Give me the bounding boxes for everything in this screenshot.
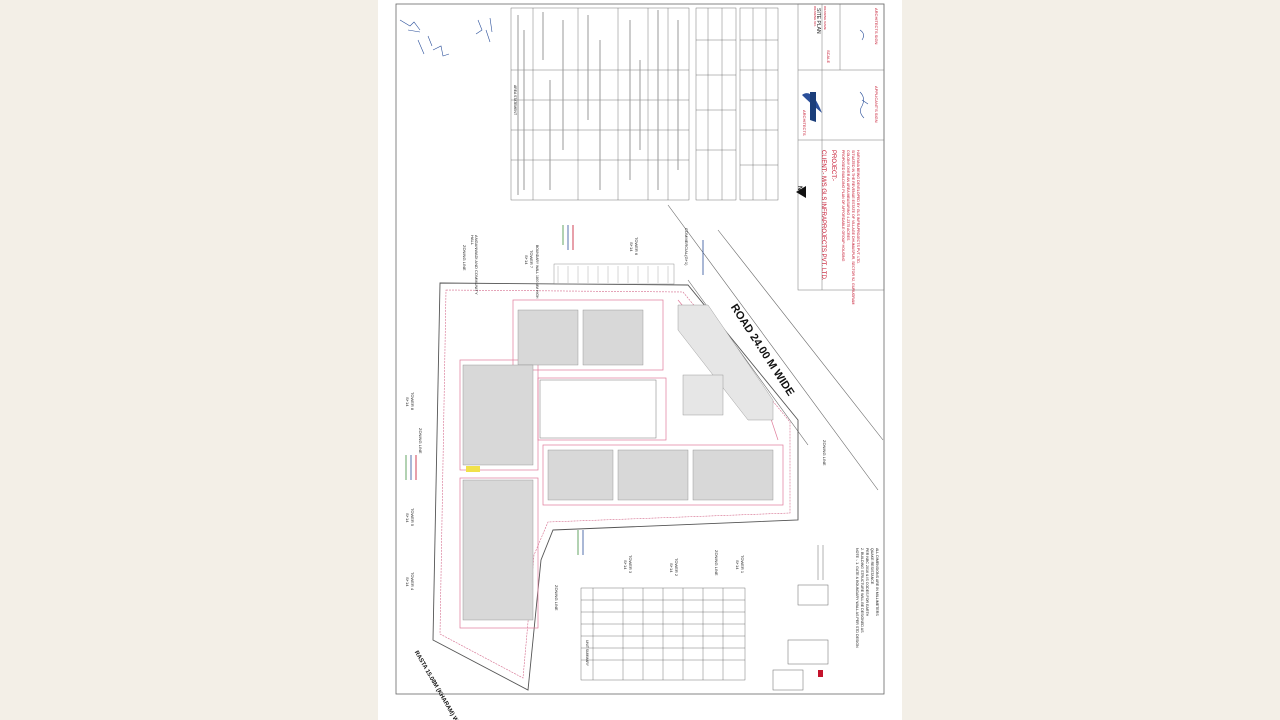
tower-5-label: TOWER 5 <box>410 508 415 527</box>
zoning-line-label: ZONING LINE <box>822 440 827 466</box>
unit-summary-table <box>580 587 746 681</box>
area-statement-textlines <box>517 10 679 195</box>
drawing-name-label: DRAWING NAME <box>823 6 827 30</box>
tower-7-label: TOWER 7 <box>529 250 534 269</box>
architects-label: ARCHITECTS <box>802 110 807 136</box>
tower-4-label: TOWER 4 <box>410 572 415 591</box>
signature <box>859 29 869 119</box>
zoning-line-label: ZONING LINE <box>418 428 423 454</box>
project-desc-3: SITUATED IN THE REVENUE ESTATE OF VILLAG… <box>851 150 855 305</box>
site-plan-drawing <box>395 3 885 695</box>
architects-sign-label: ARCHITECTS SIGN <box>874 8 879 45</box>
commercial-block <box>677 304 774 421</box>
scale-label: SCALE <box>826 50 831 64</box>
note-line: 2. BUILDING STRUCTURE WILL BE DESIGNED A… <box>860 548 864 633</box>
tower-8-floors: S+14 <box>405 397 410 407</box>
tower-2-floors: S+14 <box>669 563 674 573</box>
site-boundary-inner <box>439 289 791 679</box>
tower-1-label: TOWER 1 <box>740 555 745 574</box>
tower-blocks <box>462 309 774 621</box>
client-line: CLIENT:- M/S GLS INFRAPROJECTS PVT. LTD. <box>820 150 826 281</box>
tower-4-floors: S+14 <box>405 577 410 587</box>
tower-6-label: TOWER 6 <box>634 237 639 256</box>
tower-8-label: TOWER 8 <box>410 392 415 411</box>
community-hall-label: ANGANWADI AND COMMUNITY HALL <box>470 235 479 295</box>
tower-6-floors: S+14 <box>629 242 634 252</box>
highlight-mark <box>466 466 480 472</box>
zoning-line-label: ZONING LINE <box>554 585 559 611</box>
tower-1-floors: S+14 <box>735 560 740 570</box>
boundary-wall-label: BOUNDARY WALL 1800 MM HIGH <box>535 245 539 299</box>
project-desc-4: HARYANA BEING DEVELOPED BY GLS INFRAPROJ… <box>856 150 860 264</box>
note-line: QUAKE RESISTANCE <box>870 548 874 585</box>
site-plan-sheet: SCALE DRAWING NAME SITE PLAN DRAWING NO.… <box>378 0 902 720</box>
detail-marker <box>818 670 823 677</box>
tower-2-label: TOWER 2 <box>674 558 679 577</box>
area-statement-title: AREA STATEMENT <box>513 85 517 116</box>
central-open-space <box>539 379 657 439</box>
legend-marks <box>405 225 704 555</box>
note-line: ALL DIMENSIONS ARE IN MILLIMETERS <box>875 548 879 616</box>
architect-logo <box>802 92 822 122</box>
unit-summary-title: UNIT SUMMARY <box>585 640 589 667</box>
note-line: PER NBC 2016 & IS CODES FOR EARTH <box>865 548 869 617</box>
project-desc-1: PROPOSED BUILDING PLAN OF AFFORDABLE GRO… <box>841 150 845 262</box>
drawing-no-label: DRAWING NO. <box>813 6 817 27</box>
sheet-border <box>395 3 885 695</box>
gate-detail <box>772 545 829 691</box>
parking-table <box>695 7 779 201</box>
tower-7-floors: S+14 <box>524 255 529 265</box>
tower-3-floors: S+14 <box>623 560 628 570</box>
handwritten-sketch <box>399 17 493 57</box>
applicants-sign-label: APPLICANT'S SIGN <box>874 86 879 123</box>
tower-5-floors: S+14 <box>405 513 410 523</box>
parking-bays <box>553 263 675 285</box>
note-line: NOTE :- 1. GATE & BOUNDARY WALL AS PER S… <box>855 548 859 648</box>
zoning-line-label: ZONING LINE <box>462 245 467 271</box>
title-block <box>797 3 885 291</box>
project-desc-2: COLONY OVER AN AREA MEASURING 4.2375 ACR… <box>846 150 850 241</box>
commercial-label: COMMERCIAL(G+1) <box>684 228 689 266</box>
zoning-line-label: ZONING LINE <box>714 550 719 576</box>
north-arrow-icon <box>796 186 806 198</box>
tower-3-label: TOWER 3 <box>628 555 633 574</box>
north-label: N <box>796 186 802 191</box>
project-line: PROJECT:- <box>830 150 836 182</box>
